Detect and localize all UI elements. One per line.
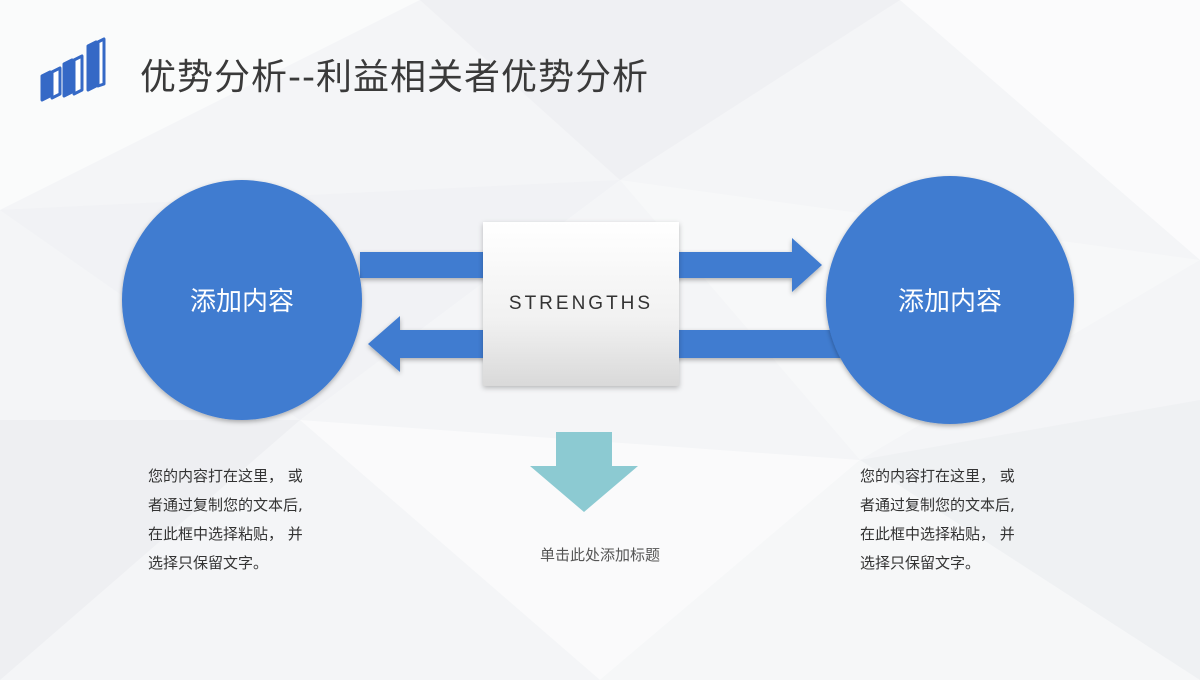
right-description-line: 您的内容打在这里， 或 (860, 467, 1015, 485)
page-title: 优势分析--利益相关者优势分析 (140, 57, 649, 98)
right-description-line: 在此框中选择粘贴， 并 (860, 525, 1015, 543)
right-description: 您的内容打在这里， 或 者通过复制您的文本后, 在此框中选择粘贴， 并 选择只保… (860, 462, 1060, 578)
left-description-line: 选择只保留文字。 (148, 554, 269, 572)
right-description-line: 者通过复制您的文本后, (860, 496, 1015, 514)
left-description-line: 在此框中选择粘贴， 并 (148, 525, 303, 543)
strengths-box-label: STRENGTHS (508, 293, 654, 314)
bar-chart-logo-icon (40, 37, 106, 102)
left-description: 您的内容打在这里， 或 者通过复制您的文本后, 在此框中选择粘贴， 并 选择只保… (148, 462, 348, 578)
left-node-label: 添加内容 (189, 287, 294, 317)
arrow-down-icon (530, 432, 638, 512)
strengths-box: STRENGTHS (483, 222, 679, 386)
left-description-line: 者通过复制您的文本后, (148, 496, 303, 514)
right-node-circle (826, 176, 1074, 424)
caption-add-title[interactable]: 单击此处添加标题 (539, 546, 660, 564)
left-description-line: 您的内容打在这里， 或 (148, 467, 303, 485)
left-node-circle (122, 180, 362, 420)
right-description-line: 选择只保留文字。 (860, 554, 981, 572)
right-node-label: 添加内容 (897, 287, 1002, 317)
